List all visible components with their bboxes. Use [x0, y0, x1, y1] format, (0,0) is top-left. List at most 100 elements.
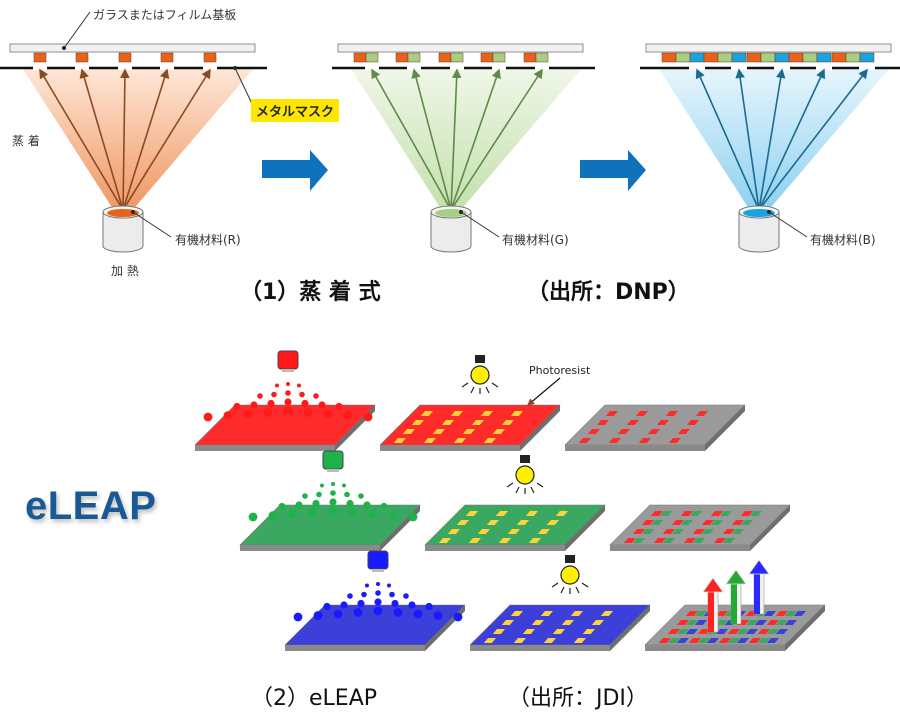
subpixel-r: [160, 52, 174, 63]
emission-arrow-head: [748, 559, 770, 575]
material-label-b: 有機材料(B): [810, 233, 876, 247]
ink-droplet: [331, 482, 335, 486]
subpixel-pattern: [492, 429, 505, 434]
mask-opening: [816, 66, 832, 70]
subpixel-pattern: [740, 520, 753, 525]
ink-droplet: [297, 383, 301, 388]
subpixel-pattern: [676, 620, 689, 625]
subpixel-pattern: [411, 420, 424, 425]
vapor-cone: [23, 69, 253, 212]
subpixel-pattern: [650, 520, 663, 525]
subpixel-g: [407, 52, 421, 63]
ink-droplet: [363, 501, 371, 509]
subpixel-pattern: [710, 520, 723, 525]
ink-droplet: [330, 490, 336, 496]
subpixel-pattern: [697, 638, 710, 643]
mask-opening: [203, 66, 217, 70]
photoresist-label: Photoresist: [529, 364, 591, 377]
subpixel-g: [845, 52, 861, 63]
leader-line: [132, 211, 172, 238]
subpixel-pattern: [608, 438, 621, 443]
ink-droplet: [361, 591, 367, 598]
subpixel-pattern: [510, 611, 523, 616]
subpixel-pattern: [754, 620, 767, 625]
subpixel-b: [859, 52, 875, 63]
subpixel-pattern: [671, 529, 684, 534]
subpixel-pattern: [450, 411, 463, 416]
light-ray: [530, 486, 535, 494]
light-bulb-icon: [515, 465, 535, 485]
subpixel-pattern: [587, 429, 600, 434]
subpixel-pattern: [495, 511, 508, 516]
mask-opening: [450, 66, 464, 70]
eleap-row-blue: [284, 550, 826, 651]
subpixel-g: [760, 52, 776, 63]
ink-droplet: [288, 509, 298, 519]
ink-droplet: [275, 383, 279, 388]
subpixel-pattern: [393, 438, 406, 443]
subpixel-pattern: [471, 420, 484, 425]
ink-droplet: [313, 393, 319, 399]
subpixel-pattern: [718, 638, 731, 643]
subpixel-g: [717, 52, 733, 63]
subpixel-pattern: [650, 511, 663, 516]
plate-edge: [470, 645, 610, 651]
subpixel-pattern: [692, 529, 705, 534]
subpixel-pattern: [540, 611, 553, 616]
subpixel-pattern: [617, 429, 630, 434]
crucible: [738, 211, 780, 253]
plate-side: [750, 505, 790, 551]
subpixel-pattern: [692, 538, 705, 543]
subpixel-pattern: [766, 620, 779, 625]
vapor-arrow: [758, 68, 786, 211]
subpixel-pattern: [438, 538, 451, 543]
subpixel-r: [438, 52, 452, 63]
subpixel-pattern: [677, 429, 690, 434]
subpixel-r: [33, 52, 47, 63]
subpixel-pattern: [763, 611, 776, 616]
vapor-arrow: [450, 68, 543, 211]
subpixel-pattern: [740, 511, 753, 516]
vapor-cone: [659, 69, 889, 212]
light-bulb-icon: [470, 365, 490, 385]
ink-droplet: [233, 402, 241, 411]
plate-side: [610, 605, 650, 651]
subpixel-pattern: [775, 620, 788, 625]
subpixel-pattern: [676, 629, 689, 634]
ink-droplet: [408, 512, 418, 522]
subpixel-pattern: [641, 520, 654, 525]
eleap-row-red: [194, 350, 746, 451]
ink-droplet: [391, 599, 399, 608]
subpixel-pattern: [465, 511, 478, 516]
ink-droplet: [353, 608, 363, 617]
subpixel-pattern: [658, 638, 671, 643]
subpixel-pattern: [659, 511, 672, 516]
subpixel-pattern: [749, 511, 762, 516]
subpixel-pattern: [680, 520, 693, 525]
organic-material: [435, 209, 467, 217]
ink-droplet: [316, 491, 322, 498]
ink-droplet: [308, 508, 318, 517]
substrate: [645, 43, 892, 53]
substrate: [337, 43, 584, 53]
subpixel-pattern: [706, 638, 719, 643]
subpixel-pattern: [697, 629, 710, 634]
material-label-r: 有機材料(R): [175, 233, 241, 247]
ink-droplet: [328, 506, 338, 516]
subpixel-pattern: [685, 620, 698, 625]
emission-arrow-blue: [754, 572, 760, 614]
ink-droplet: [248, 512, 258, 522]
vapor-arrow: [758, 68, 868, 211]
evaporation-stage-b: [640, 43, 900, 253]
light-ray: [485, 386, 490, 394]
ink-droplet: [203, 412, 213, 422]
subpixel-g: [675, 52, 691, 63]
inkjet-nozzle-icon: [367, 550, 389, 570]
subpixel-pattern: [671, 520, 684, 525]
subpixel-pattern: [462, 429, 475, 434]
subpixel-pattern: [745, 620, 758, 625]
subpixel-pattern: [694, 611, 707, 616]
subpixel-pattern: [561, 620, 574, 625]
subpixel-pattern: [688, 638, 701, 643]
ink-droplet: [335, 402, 343, 411]
